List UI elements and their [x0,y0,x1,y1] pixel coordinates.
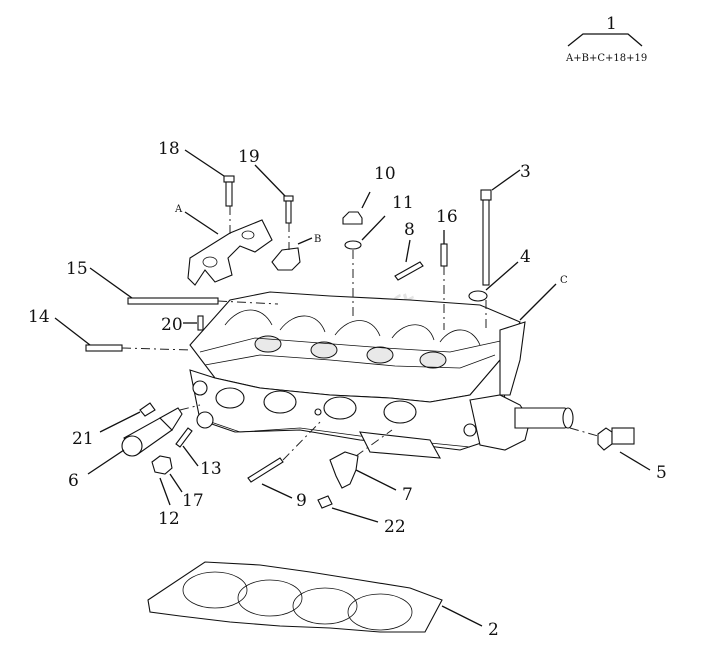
part-5-temp-sensor: 5 [597,427,667,483]
part-22-bolt: 22 [317,495,406,537]
letter-b: B [314,234,321,245]
part-a-cam-cap: A [174,204,273,286]
letter-a: A [174,204,183,215]
callout-4: 4 [520,247,531,267]
assembly-number: 1 [606,14,617,34]
part-18-bolt: 18 [158,139,235,207]
callout-11: 11 [392,193,414,213]
part-b-bracket: B [271,234,321,271]
part-6-sensor: 6 [68,407,183,491]
part-21-bolt: 21 [72,402,156,449]
callout-7: 7 [402,485,413,505]
part-20-dowel: 20 [161,315,204,335]
letter-c: C [560,275,568,286]
callout-14: 14 [28,307,50,327]
callout-2: 2 [488,620,499,640]
part-10-plug: 10 [342,164,396,225]
callout-20: 20 [161,315,183,335]
part-13-stud: 13 [175,427,222,479]
callout-9: 9 [296,491,307,511]
part-14-stud: 14 [28,307,123,352]
assembly-centerlines [121,206,599,461]
callout-12: 12 [158,509,180,529]
part-12-nut: 12 [151,455,180,529]
callout-13: 13 [200,459,222,479]
part-2-head-gasket: 2 [147,561,499,640]
callout-21: 21 [72,429,94,449]
part-11-washer: 11 [344,193,414,250]
callout-6: 6 [68,471,79,491]
callout-3: 3 [520,162,531,182]
part-4-washer: 4 [468,247,531,302]
callout-18: 18 [158,139,180,159]
callout-16: 16 [436,207,458,227]
part-3-head-bolt: 3 [480,162,531,286]
part-16-bolt: 16 [436,207,458,267]
callout-17: 17 [182,491,204,511]
part-c-label: C [519,275,568,321]
part-7-bracket: 7 [329,451,413,505]
callout-5: 5 [656,463,667,483]
callout-22: 22 [384,517,406,537]
part-9-stud: 9 [247,457,307,511]
assembly-bracket: 1 A+B+C+18+19 [565,14,647,64]
callout-10: 10 [374,164,396,184]
part-17-washer: 17 [169,473,204,511]
callout-8: 8 [404,220,415,240]
part-8-stud: 8 [394,220,424,281]
cylinder-head [189,291,574,459]
callout-19: 19 [238,147,260,167]
part-19-bolt: 19 [238,147,294,224]
callout-15: 15 [66,259,88,279]
assembly-formula: A+B+C+18+19 [565,53,647,64]
